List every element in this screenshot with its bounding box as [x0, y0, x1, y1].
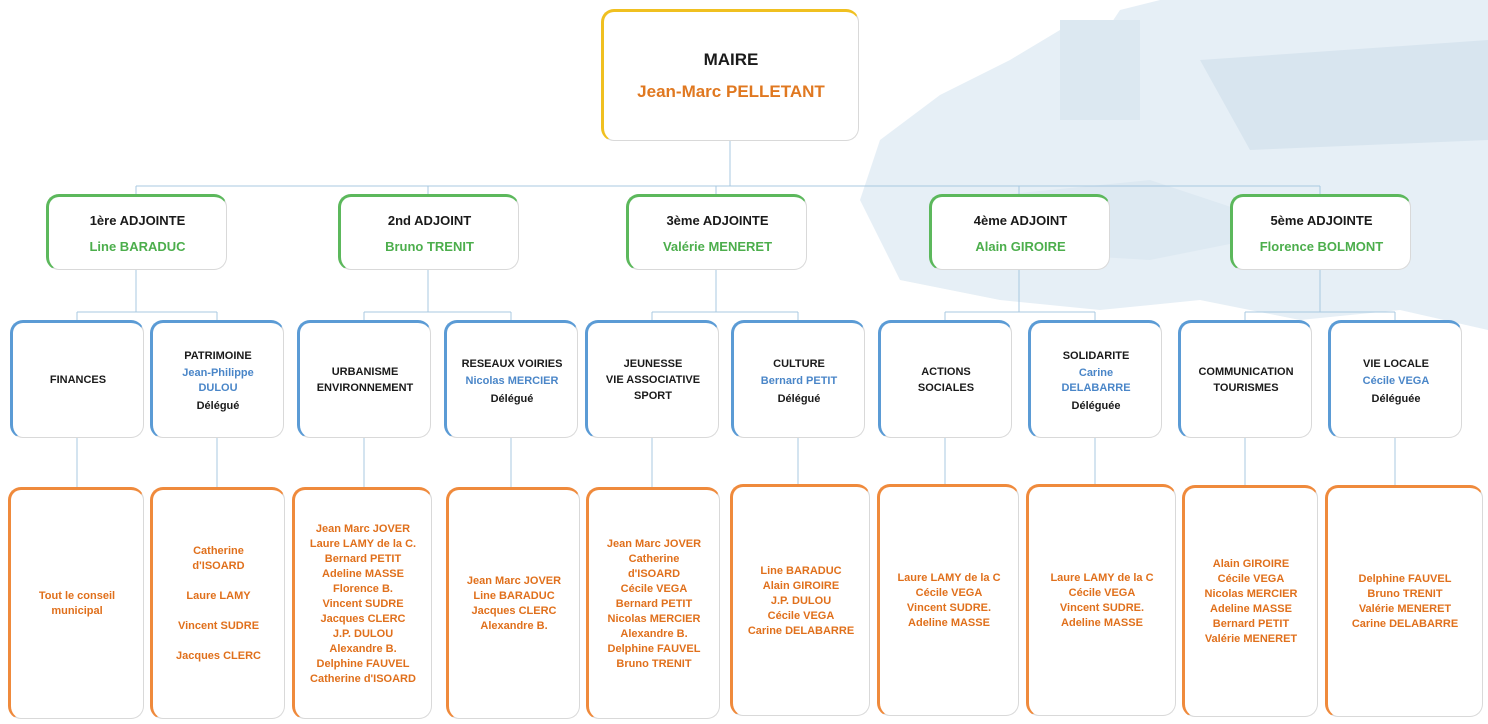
mayor-name: Jean-Marc PELLETANT	[637, 82, 825, 101]
members-list: Jean Marc JOVER Line BARADUC Jacques CLE…	[466, 575, 562, 632]
delegation-box-patrimoine: PATRIMOINE Jean-Philippe DULOU Délégué	[150, 320, 284, 438]
members-list: Laure LAMY de la C Cécile VEGA Vincent S…	[1050, 572, 1154, 629]
adjoint-title: 5ème ADJOINTE	[1270, 212, 1373, 228]
members-box-vie-locale: Delphine FAUVEL Bruno TRENIT Valérie MEN…	[1325, 485, 1483, 717]
members-list: Alain GIROIRE Cécile VEGA Nicolas MERCIE…	[1204, 558, 1298, 645]
adjoint-name: Florence BOLMONT	[1259, 238, 1384, 254]
delegation-box-finances: FINANCES	[10, 320, 144, 438]
delegation-box-culture: CULTURE Bernard PETIT Délégué	[731, 320, 865, 438]
adjoint-box-5: 5ème ADJOINTE Florence BOLMONT	[1230, 194, 1411, 270]
delegate-name: Nicolas MERCIER	[465, 374, 559, 387]
delegation-title: VIE LOCALE	[1362, 357, 1429, 370]
members-box-communication: Alain GIROIRE Cécile VEGA Nicolas MERCIE…	[1182, 485, 1318, 717]
adjoint-name: Bruno TRENIT	[385, 238, 474, 254]
members-box-culture: Line BARADUC Alain GIROIRE J.P. DULOU Cé…	[730, 484, 870, 716]
delegate-name: Jean-Philippe DULOU	[182, 367, 254, 394]
adjoint-title: 3ème ADJOINTE	[666, 212, 769, 228]
members-list: Tout le conseil municipal	[38, 590, 116, 617]
delegate-name: Carine DELABARRE	[1061, 367, 1131, 394]
delegation-box-urbanisme: URBANISME ENVIRONNEMENT	[297, 320, 431, 438]
delegation-box-reseaux-voiries: RESEAUX VOIRIES Nicolas MERCIER Délégué	[444, 320, 578, 438]
delegation-box-communication: COMMUNICATION TOURISMES	[1178, 320, 1312, 438]
delegate-role: Déléguée	[1071, 400, 1121, 412]
adjoint-box-4: 4ème ADJOINT Alain GIROIRE	[929, 194, 1110, 270]
adjoint-box-1: 1ère ADJOINTE Line BARADUC	[46, 194, 227, 270]
adjoint-name: Valérie MENERET	[662, 238, 773, 254]
delegation-title: RESEAUX VOIRIES	[461, 357, 563, 370]
adjoint-title: 2nd ADJOINT	[387, 212, 472, 228]
delegate-role: Délégué	[196, 400, 240, 412]
members-box-urbanisme: Jean Marc JOVER Laure LAMY de la C. Bern…	[292, 487, 432, 719]
delegate-role: Délégué	[777, 392, 821, 405]
members-box-actions-sociales: Laure LAMY de la C Cécile VEGA Vincent S…	[877, 484, 1019, 716]
mayor-title: MAIRE	[703, 50, 759, 69]
mayor-box: MAIRE Jean-Marc PELLETANT	[601, 9, 859, 141]
delegation-title: ACTIONS SOCIALES	[917, 366, 975, 394]
delegation-title: COMMUNICATION TOURISMES	[1198, 366, 1294, 394]
delegate-name: Bernard PETIT	[760, 374, 838, 387]
delegation-box-vie-locale: VIE LOCALE Cécile VEGA Déléguée	[1328, 320, 1462, 438]
delegation-title: CULTURE	[773, 357, 825, 370]
members-list: Catherine d'ISOARD Laure LAMY Vincent SU…	[176, 545, 261, 662]
members-box-solidarite: Laure LAMY de la C Cécile VEGA Vincent S…	[1026, 484, 1176, 716]
members-list: Delphine FAUVEL Bruno TRENIT Valérie MEN…	[1351, 573, 1459, 630]
delegation-box-solidarite: SOLIDARITE Carine DELABARRE Déléguée	[1028, 320, 1162, 438]
adjoint-box-3: 3ème ADJOINTE Valérie MENERET	[626, 194, 807, 270]
members-box-reseaux-voiries: Jean Marc JOVER Line BARADUC Jacques CLE…	[446, 487, 580, 719]
adjoint-title: 4ème ADJOINT	[973, 212, 1068, 228]
members-list: Jean Marc JOVER Catherine d'ISOARD Cécil…	[606, 537, 702, 670]
members-list: Jean Marc JOVER Laure LAMY de la C. Bern…	[309, 522, 417, 685]
members-box-finances: Tout le conseil municipal	[8, 487, 144, 719]
members-box-patrimoine: Catherine d'ISOARD Laure LAMY Vincent SU…	[150, 487, 285, 719]
members-box-jeunesse: Jean Marc JOVER Catherine d'ISOARD Cécil…	[586, 487, 720, 719]
adjoint-title: 1ère ADJOINTE	[89, 212, 186, 228]
delegation-box-actions-sociales: ACTIONS SOCIALES	[878, 320, 1012, 438]
delegate-role: Délégué	[490, 392, 534, 405]
delegation-title: PATRIMOINE	[184, 350, 252, 362]
delegation-title: SOLIDARITE	[1062, 350, 1130, 362]
delegation-title: URBANISME ENVIRONNEMENT	[316, 366, 414, 394]
delegation-title: JEUNESSE VIE ASSOCIATIVE SPORT	[605, 358, 701, 402]
delegation-title: FINANCES	[49, 374, 107, 386]
delegate-name: Cécile VEGA	[1362, 374, 1430, 387]
delegate-role: Déléguée	[1371, 392, 1421, 405]
members-list: Laure LAMY de la C Cécile VEGA Vincent S…	[897, 572, 1001, 629]
delegation-box-jeunesse: JEUNESSE VIE ASSOCIATIVE SPORT	[585, 320, 719, 438]
adjoint-box-2: 2nd ADJOINT Bruno TRENIT	[338, 194, 519, 270]
members-list: Line BARADUC Alain GIROIRE J.P. DULOU Cé…	[747, 564, 855, 637]
adjoint-name: Line BARADUC	[89, 238, 186, 254]
adjoint-name: Alain GIROIRE	[975, 238, 1066, 254]
